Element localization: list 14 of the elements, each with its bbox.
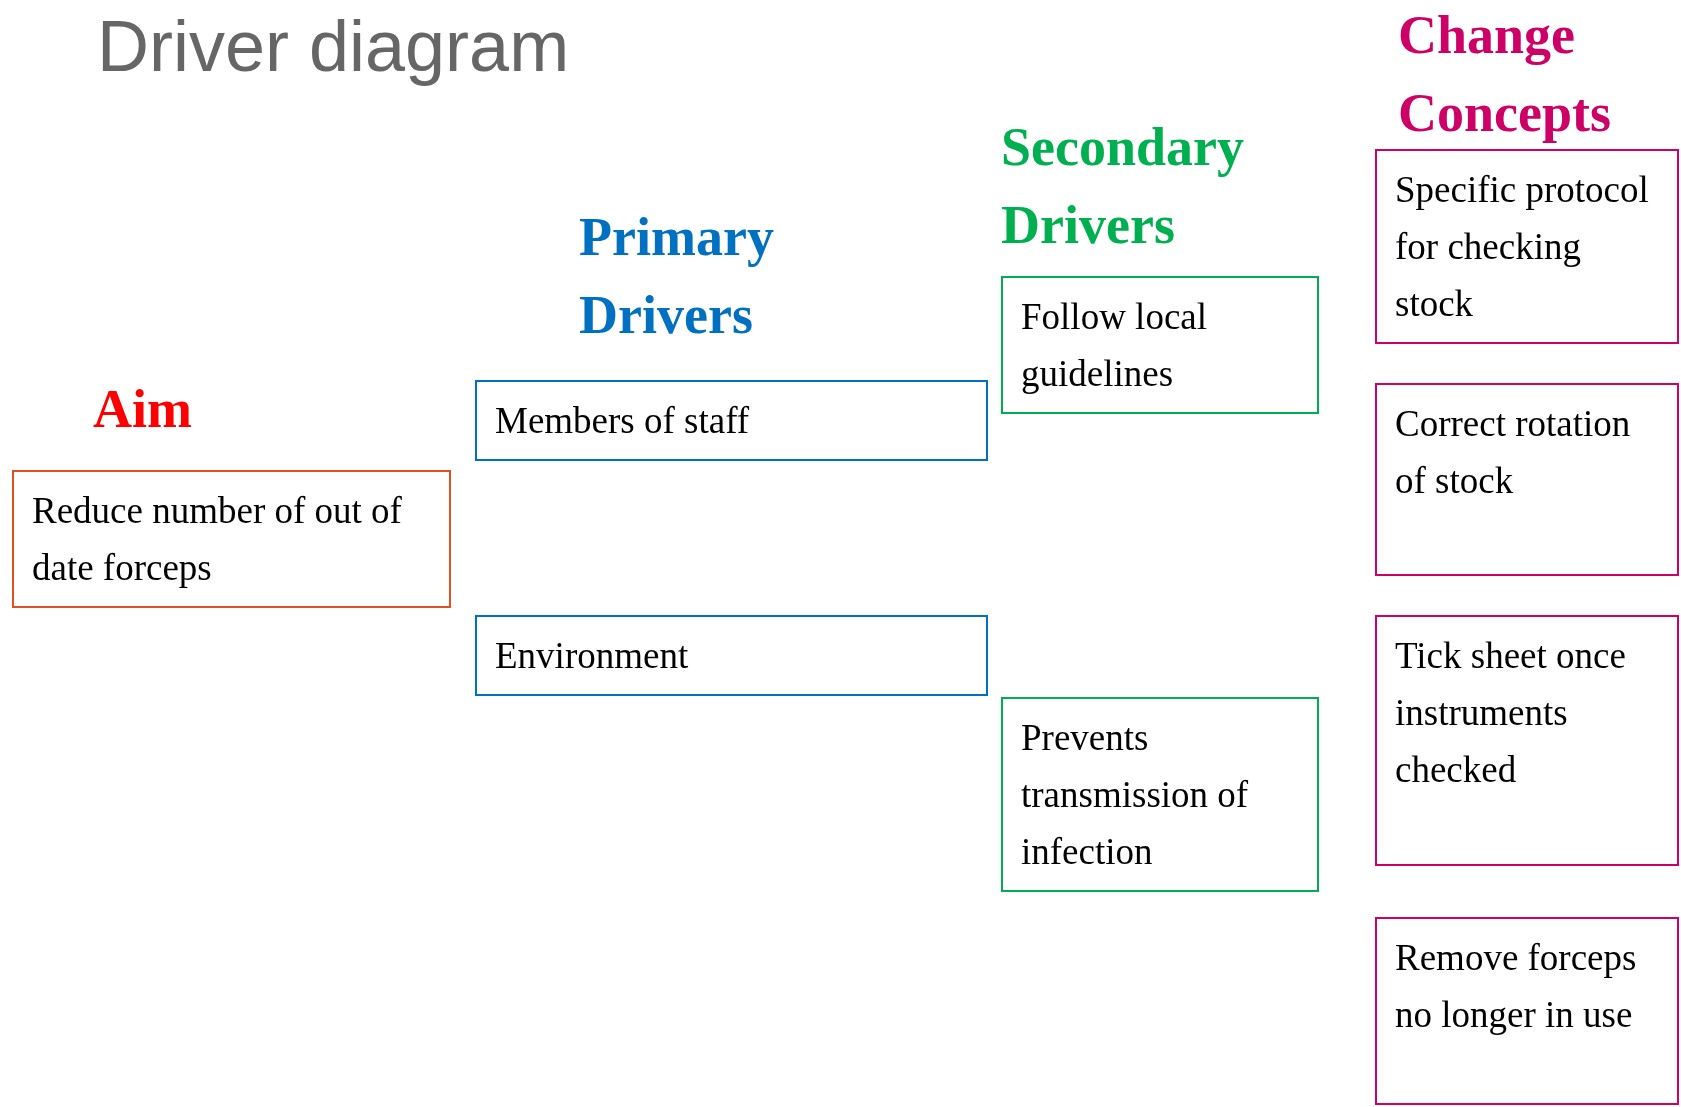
driver-box: Specific protocol for checking stock (1375, 149, 1679, 344)
column-heading: Secondary Drivers (1001, 116, 1245, 257)
driver-box: Correct rotation of stock (1375, 383, 1679, 576)
driver-box: Reduce number of out of date forceps (12, 470, 451, 608)
diagram-title: Driver diagram (97, 5, 570, 88)
column-heading: Primary Drivers (579, 206, 775, 347)
driver-box: Follow local guidelines (1001, 276, 1319, 414)
driver-box: Members of staff (475, 380, 988, 461)
column-heading: Aim (93, 378, 193, 441)
column-heading: Change Concepts (1398, 4, 1612, 145)
driver-box: Remove forceps no longer in use (1375, 917, 1679, 1105)
driver-box: Tick sheet once instruments checked (1375, 615, 1679, 866)
driver-box: Prevents transmission of infection (1001, 697, 1319, 892)
driver-box: Environment (475, 615, 988, 696)
